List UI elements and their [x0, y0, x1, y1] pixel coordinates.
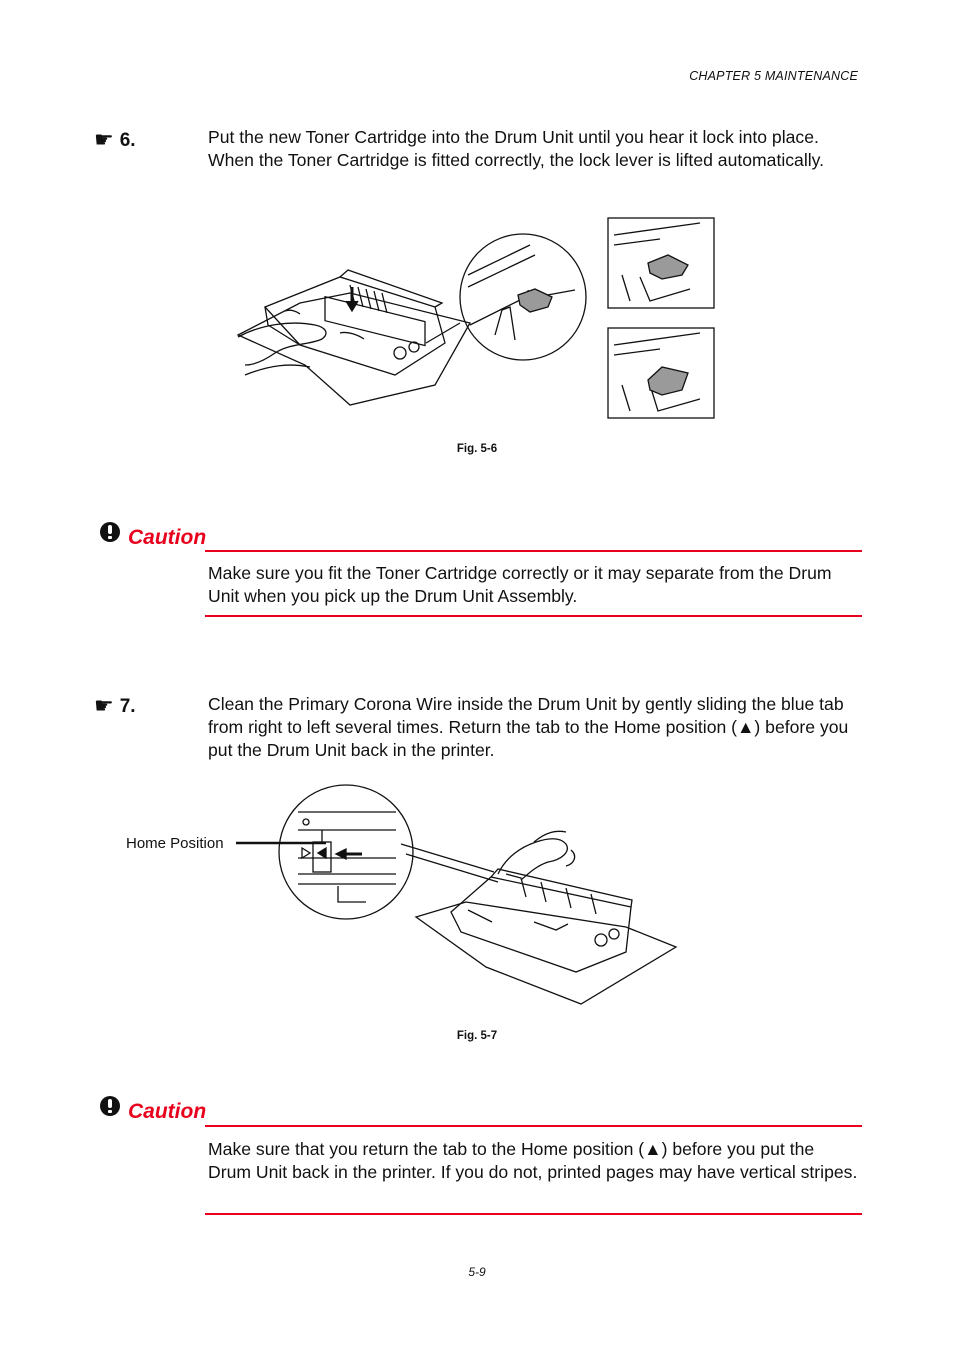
step-6-marker: ☛6. [94, 126, 136, 152]
caution-title: Caution [128, 1100, 207, 1123]
step-number: 7. [119, 696, 136, 717]
figure-5-7-caption: Fig. 5-7 [456, 1030, 498, 1042]
figure-5-6-caption: Fig. 5-6 [456, 443, 498, 455]
caution-top-rule [205, 1125, 862, 1127]
caution-bottom-rule [205, 615, 862, 617]
figure-5-7-illustration [236, 784, 678, 1005]
step-7-marker: ☛7. [94, 692, 136, 718]
home-position-label: Home Position [126, 835, 224, 852]
figure-5-6-illustration [236, 217, 715, 419]
exclamation-icon [100, 1096, 120, 1116]
page-number: 5-9 [468, 1265, 486, 1279]
step-number: 6. [119, 130, 136, 151]
pointing-hand-icon: ☛ [94, 127, 114, 152]
caution-top-rule [205, 550, 862, 552]
pointing-hand-icon: ☛ [94, 693, 114, 718]
chapter-header: CHAPTER 5 MAINTENANCE [689, 69, 858, 83]
caution-bottom-rule [205, 1213, 862, 1215]
caution-text: Make sure that you return the tab to the… [208, 1139, 858, 1182]
step-7-text: Clean the Primary Corona Wire inside the… [208, 694, 849, 760]
step-6-text: Put the new Toner Cartridge into the Dru… [208, 127, 825, 170]
caution-text: Make sure you fit the Toner Cartridge co… [208, 563, 832, 606]
caution-title: Caution [128, 526, 207, 549]
exclamation-icon [100, 522, 120, 542]
